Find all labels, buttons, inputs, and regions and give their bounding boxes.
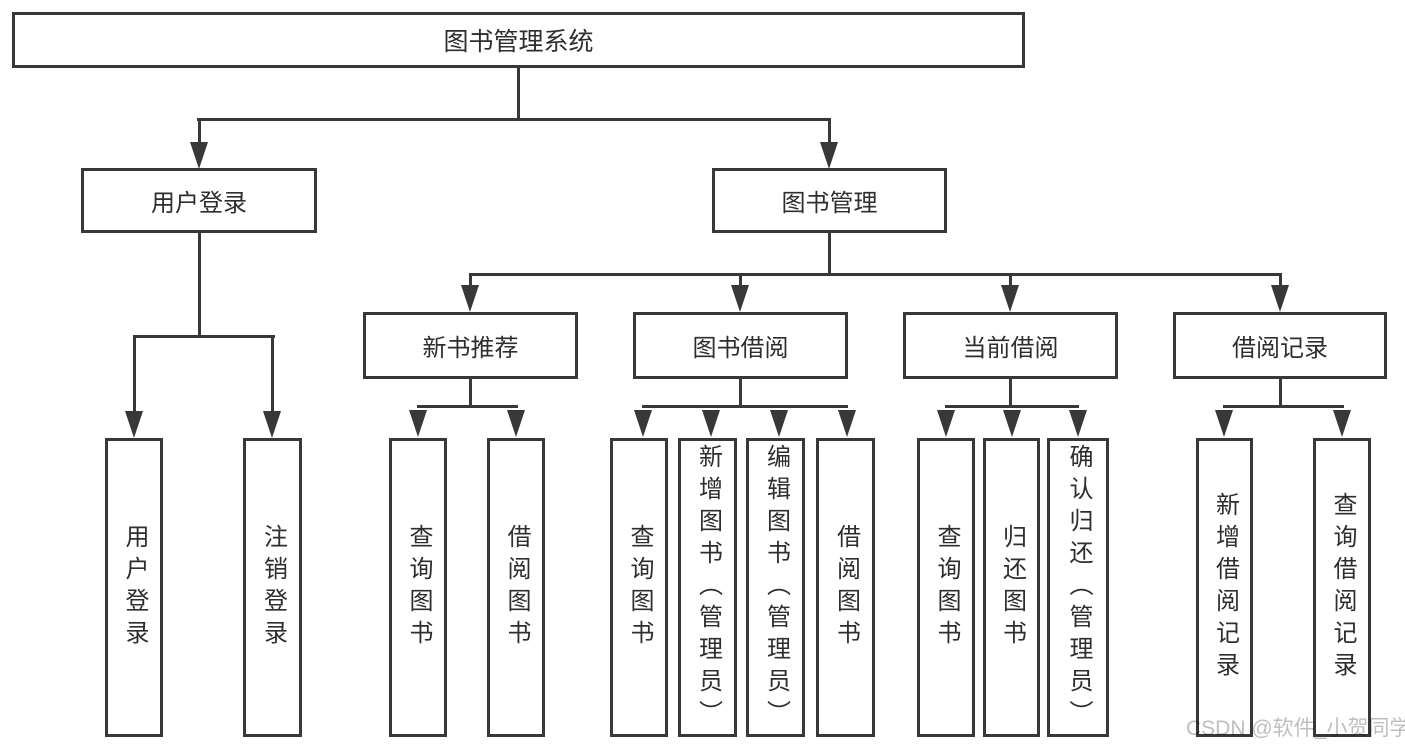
node-borrowing-records: 借阅记录 <box>1173 312 1387 379</box>
leaf-label: 查询图书 <box>626 523 653 652</box>
leaf-label: 新增借阅记录 <box>1211 491 1239 684</box>
leaf-label: 查询图书 <box>933 523 960 652</box>
arrowhead-down-icon <box>409 410 427 437</box>
arrowhead-down-icon <box>1069 410 1087 437</box>
edge-to-leaf-user-login <box>133 338 136 412</box>
edge-current-stem <box>1009 379 1012 407</box>
leaf-user-login: 用户登录 <box>105 438 163 737</box>
node-current-borrowing: 当前借阅 <box>903 312 1118 379</box>
arrowhead-down-icon <box>770 410 788 437</box>
edge-to-book-borrow <box>739 276 742 286</box>
leaf-query-books: 查询图书 <box>917 438 975 737</box>
node-label: 当前借阅 <box>962 335 1059 362</box>
arrowhead-down-icon <box>125 411 143 438</box>
edge-root-branch <box>197 118 831 121</box>
leaf-logout: 注销登录 <box>243 438 302 737</box>
leaf-label: 编辑图书（管理员） <box>762 443 790 732</box>
leaf-add-book-admin: 新增图书（管理员） <box>678 438 737 737</box>
arrowhead-down-icon <box>702 410 720 437</box>
arrowhead-down-icon <box>263 411 281 438</box>
csdn-watermark: CSDN @软件_小贺同学 <box>1186 717 1405 740</box>
leaf-label: 注销登录 <box>259 523 287 652</box>
leaf-label: 查询借阅记录 <box>1329 491 1356 684</box>
edge-to-book-management <box>828 121 831 143</box>
edge-borrow-stem <box>739 379 742 407</box>
edge-book-branch <box>469 273 1282 276</box>
edge-user-stem <box>198 233 201 337</box>
leaf-query-books: 查询图书 <box>389 438 447 737</box>
edge-book-stem <box>828 233 831 275</box>
leaf-label: 确认归还（管理员） <box>1065 443 1092 732</box>
edge-to-user-login <box>198 121 201 143</box>
arrowhead-down-icon <box>731 285 749 312</box>
node-label: 借阅记录 <box>1232 335 1328 362</box>
node-library-management-system: 图书管理系统 <box>12 12 1025 68</box>
edge-to-current-borrow <box>1009 276 1012 286</box>
edge-to-leaf-logout <box>271 338 274 412</box>
node-label: 图书管理系统 <box>443 28 594 56</box>
node-label: 新书推荐 <box>422 335 519 362</box>
edge-to-new-book <box>469 276 472 286</box>
leaf-label: 借阅图书 <box>503 523 530 652</box>
edge-to-borrow-records <box>1279 276 1282 286</box>
node-new-book-recommendation: 新书推荐 <box>363 312 578 379</box>
edge-recommend-branch <box>417 405 518 408</box>
leaf-add-borrow-record: 新增借阅记录 <box>1196 438 1253 737</box>
leaf-return-books: 归还图书 <box>983 438 1040 737</box>
arrowhead-down-icon <box>1003 410 1021 437</box>
arrowhead-down-icon <box>838 410 856 437</box>
edge-user-branch <box>133 335 275 338</box>
leaf-label: 新增图书（管理员） <box>694 443 722 732</box>
edge-recommend-stem <box>469 379 472 407</box>
node-label: 图书借阅 <box>692 335 789 362</box>
arrowhead-down-icon <box>820 142 838 169</box>
arrowhead-down-icon <box>461 285 479 312</box>
leaf-label: 借阅图书 <box>832 523 860 652</box>
leaf-borrow-books: 借阅图书 <box>816 438 875 737</box>
node-book-management: 图书管理 <box>712 168 947 233</box>
edge-borrow-branch <box>642 405 848 408</box>
node-book-borrowing: 图书借阅 <box>633 312 848 379</box>
arrowhead-down-icon <box>634 410 652 437</box>
edge-records-stem <box>1279 379 1282 407</box>
arrowhead-down-icon <box>1271 285 1289 312</box>
edge-root-stem <box>517 68 520 121</box>
arrowhead-down-icon <box>1001 285 1019 312</box>
edge-records-branch <box>1223 405 1344 408</box>
node-label: 图书管理 <box>781 190 878 217</box>
arrowhead-down-icon <box>937 410 955 437</box>
node-label: 用户登录 <box>151 190 247 217</box>
edge-current-branch <box>945 405 1079 408</box>
leaf-query-books: 查询图书 <box>610 438 668 737</box>
arrowhead-down-icon <box>190 142 208 169</box>
leaf-edit-book-admin: 编辑图书（管理员） <box>746 438 805 737</box>
arrowhead-down-icon <box>1215 410 1233 437</box>
node-user-login: 用户登录 <box>81 168 317 233</box>
leaf-label: 用户登录 <box>121 523 148 652</box>
leaf-borrow-books: 借阅图书 <box>487 438 545 737</box>
leaf-query-borrow-record: 查询借阅记录 <box>1313 438 1371 737</box>
leaf-label: 查询图书 <box>405 523 432 652</box>
leaf-confirm-return-admin: 确认归还（管理员） <box>1047 438 1109 737</box>
arrowhead-down-icon <box>1333 410 1351 437</box>
arrowhead-down-icon <box>507 410 525 437</box>
leaf-label: 归还图书 <box>998 523 1026 652</box>
